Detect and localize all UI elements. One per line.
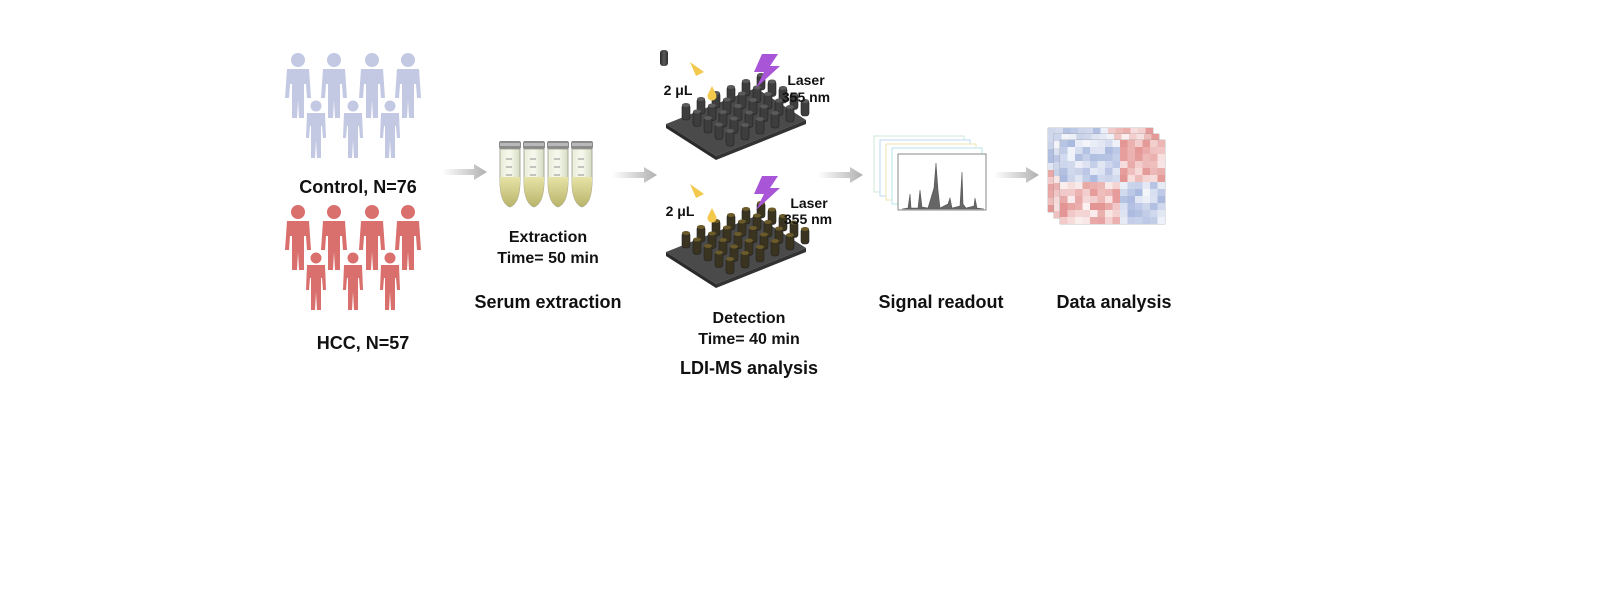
detection-time-label: Time= 40 min: [698, 331, 800, 348]
extraction-label: Extraction: [508, 229, 588, 246]
volume-label-top: 2 μL: [663, 82, 693, 98]
control-group-label: Control, N=76: [299, 177, 417, 197]
control-group-figures: [285, 53, 421, 158]
arrow-1: [442, 164, 487, 180]
data-analysis-title: Data analysis: [1056, 292, 1172, 312]
sample-tubes: [498, 140, 594, 208]
serum-extraction-title: Serum extraction: [474, 292, 622, 312]
laser-wavelength-top: 355 nm: [781, 89, 831, 105]
arrow-3: [818, 167, 863, 183]
hcc-group-figures: [285, 205, 421, 310]
arrow-2: [612, 167, 657, 183]
spectra-stack: [873, 135, 987, 211]
volume-label-bottom: 2 μL: [665, 203, 695, 219]
detection-label: Detection: [712, 310, 786, 327]
hcc-group-label: HCC, N=57: [316, 333, 410, 353]
chip-top: [660, 50, 810, 160]
laser-label-bottom: Laser: [790, 195, 828, 211]
laser-label-top: Laser: [787, 72, 825, 88]
ldi-ms-title: LDI-MS analysis: [679, 358, 819, 378]
laser-wavelength-bottom: 355 nm: [783, 211, 833, 227]
heatmap-stack: [1047, 127, 1166, 225]
extraction-time-label: Time= 50 min: [497, 250, 599, 267]
signal-readout-title: Signal readout: [878, 292, 1004, 312]
arrow-4: [994, 167, 1039, 183]
chip-bottom: [666, 176, 810, 288]
